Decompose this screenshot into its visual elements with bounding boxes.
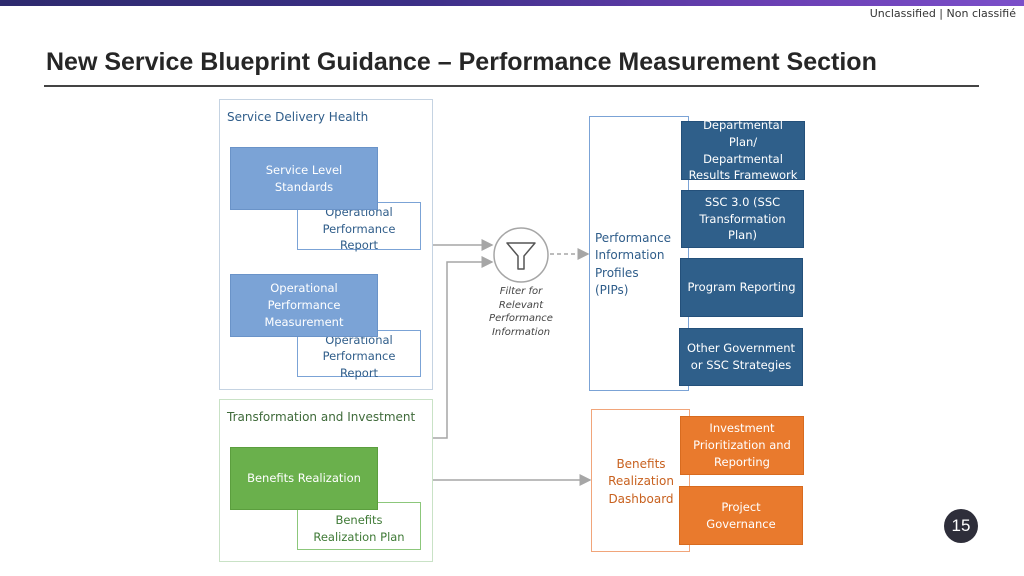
operational-performance-report-2: Operational Performance Report bbox=[297, 330, 421, 380]
page-number-badge: 15 bbox=[944, 509, 978, 543]
benefits-realization-box: Benefits Realization bbox=[230, 447, 378, 510]
transformation-investment-label: Transformation and Investment bbox=[227, 410, 416, 424]
service-delivery-health-label: Service Delivery Health bbox=[227, 110, 369, 124]
service-level-standards-box: Service Level Standards bbox=[230, 147, 378, 210]
filter-funnel-icon bbox=[493, 227, 549, 283]
benefits-realization-plan-box: Benefits Realization Plan bbox=[297, 502, 421, 550]
title-divider bbox=[44, 85, 979, 87]
slide-title: New Service Blueprint Guidance – Perform… bbox=[46, 48, 877, 76]
program-reporting-box: Program Reporting bbox=[680, 258, 803, 317]
other-government-strategies-box: Other Government or SSC Strategies bbox=[679, 328, 803, 386]
ssc-3-box: SSC 3.0 (SSC Transformation Plan) bbox=[681, 190, 804, 248]
pips-label: Performance Information Profiles (PIPs) bbox=[595, 231, 672, 298]
dashboard-container bbox=[591, 409, 690, 552]
arrow-ti-to-filter bbox=[432, 256, 494, 439]
project-governance-box: Project Governance bbox=[679, 486, 803, 545]
classification-label: Unclassified | Non classifié bbox=[869, 7, 1016, 20]
dashboard-label: Benefits Realization Dashboard bbox=[608, 457, 674, 506]
top-gradient-bar bbox=[0, 0, 1024, 6]
operational-performance-measurement-box: Operational Performance Measurement bbox=[230, 274, 378, 337]
filter-caption: Filter for Relevant Performance Informat… bbox=[489, 286, 553, 338]
investment-prioritization-box: Investment Prioritization and Reporting bbox=[680, 416, 804, 475]
departmental-plan-box: Departmental Plan/ Departmental Results … bbox=[681, 118, 805, 182]
pips-container bbox=[589, 116, 689, 391]
